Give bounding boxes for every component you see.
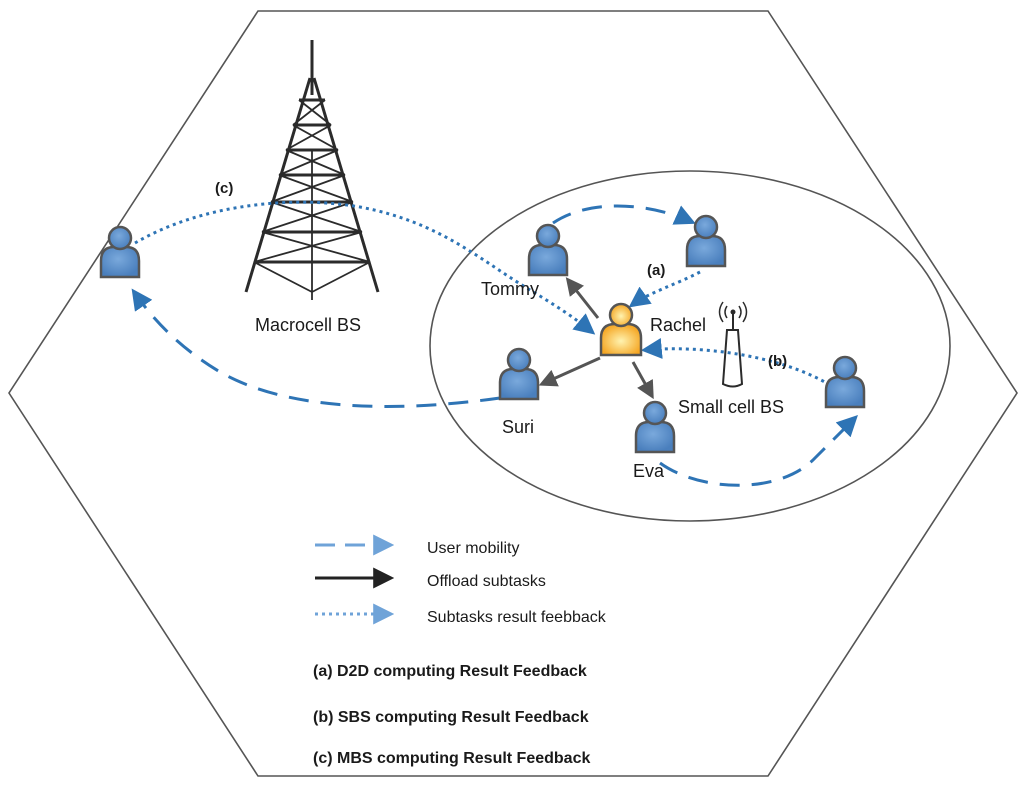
caption-c: (c) MBS computing Result Feedback [313,750,590,767]
legend-offload-label: Offload subtasks [427,573,546,590]
small-cell-antenna-icon [718,301,748,388]
small-cell-ellipse [429,170,951,522]
macrocell-hexagon [8,10,1018,777]
user-icon [498,347,540,401]
rachel-user-icon [599,302,643,357]
d2d-feedback-arrow [628,270,701,308]
macrocell-tower-icon [244,40,380,300]
macrocell-label: Macrocell BS [255,315,361,335]
legend-mobility-label: User mobility [427,540,519,557]
user-label-tommy: Tommy [481,279,539,299]
sbs-feedback-arrow [640,338,831,387]
user-icon [99,225,141,279]
caption-a: (a) D2D computing Result Feedback [313,663,587,680]
eva-mobility-arrow [659,415,858,487]
legend-feedback-label: Subtasks result feebback [427,609,607,626]
user-icon [527,223,569,277]
user-icon [824,355,866,409]
caption-b: (b) SBS computing Result Feedback [313,709,589,726]
user-icon [685,214,727,268]
tag-a: (a) [647,262,665,279]
user-label-suri: Suri [502,417,534,437]
tommy-mobility-arrow [552,204,696,225]
legend: User mobility Offload subtasks Subtasks … [315,534,607,626]
mbs-feedback-arrow [134,200,596,335]
tag-c: (c) [215,180,233,197]
user-label-rachel: Rachel [650,315,706,335]
user-icon [634,400,676,454]
suri-mobility-arrow [131,288,501,408]
tag-b: (b) [768,353,787,370]
small-cell-label: Small cell BS [678,397,784,417]
offload-to-suri-arrow [538,356,601,387]
offload-to-eva-arrow [631,361,654,400]
offload-to-tommy-arrow [565,277,600,319]
user-label-eva: Eva [633,461,665,481]
